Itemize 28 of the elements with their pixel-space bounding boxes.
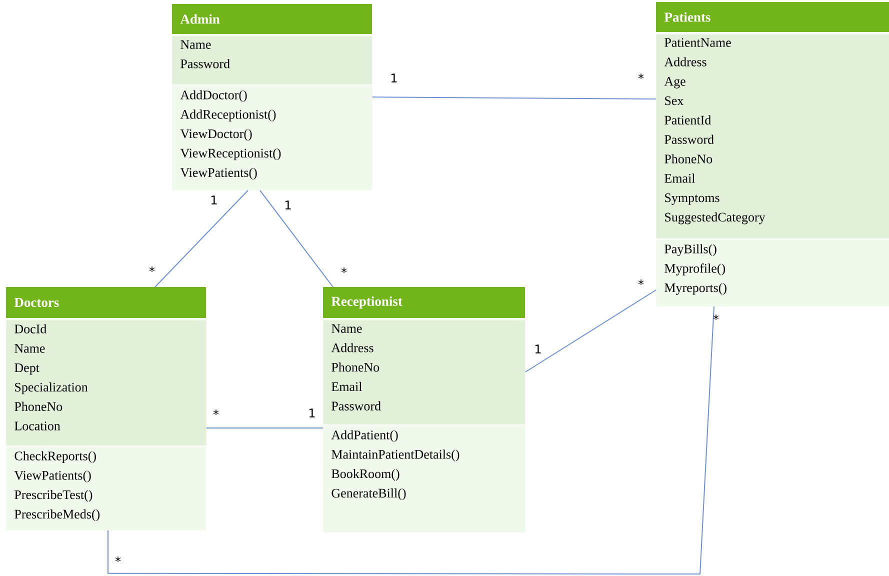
multiplicity-label: 1 <box>310 408 315 418</box>
method-compartment: PayBills() Myprofile() Myreports() <box>656 240 889 306</box>
attribute-compartment: PatientName Address Age Sex PatientId Password PhoneNo Email Symptoms SuggestedCategory <box>656 34 889 238</box>
class-header: Admin <box>172 4 372 34</box>
multiplicity-label: * <box>213 410 219 416</box>
method-compartment: AddDoctor() AddReceptionist() ViewDoctor() ViewReceptionist() ViewPatients() <box>172 86 372 190</box>
multiplicity-label: * <box>713 314 719 320</box>
association-line <box>372 96 656 100</box>
association-line <box>108 306 714 574</box>
association-line <box>524 290 656 372</box>
multiplicity-label: * <box>115 556 121 562</box>
multiplicity-label: * <box>638 74 644 80</box>
multiplicity-label: 1 <box>392 74 397 82</box>
multiplicity-label: 1 <box>286 200 291 210</box>
attribute-compartment: DocId Name Dept Specialization PhoneNo Location <box>6 320 206 446</box>
class-header: Receptionist <box>323 287 525 318</box>
association-line <box>260 190 334 288</box>
multiplicity-label: * <box>638 280 644 286</box>
attribute-compartment: Name Password <box>172 36 372 84</box>
association-line <box>154 190 248 288</box>
method-compartment: AddPatient() MaintainPatientDetails() BookRoom() GenerateBill() <box>323 426 526 532</box>
multiplicity-label: 1 <box>536 344 541 354</box>
method-compartment: CheckReports() ViewPatients() PrescribeTest() PrescribeMeds() <box>6 447 206 530</box>
multiplicity-label: * <box>341 268 347 274</box>
class-header: Patients <box>656 2 889 32</box>
multiplicity-label: * <box>149 266 155 272</box>
class-header: Doctors <box>6 287 206 318</box>
attribute-compartment: Name Address PhoneNo Email Password <box>323 320 526 424</box>
